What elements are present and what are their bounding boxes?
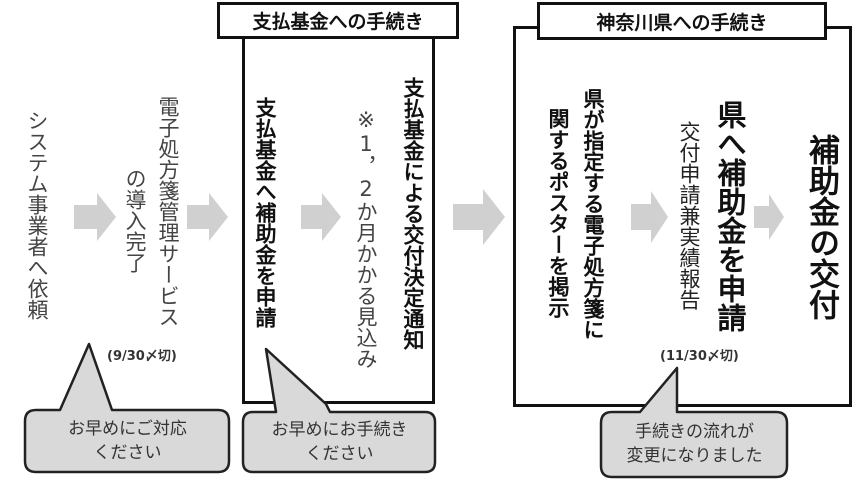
callout-line: ください [93, 443, 162, 463]
arrow-icon [754, 194, 784, 240]
step-request-vendor: システム事業者へ依頼 [25, 110, 49, 320]
step-fund-decision: 支払基金による交付決定通知 [401, 77, 425, 350]
fund-note: ※1，2か月かかる見込み [354, 108, 378, 369]
step-grant: 補助金の交付 [803, 134, 839, 320]
callout-bubble-2 [241, 347, 437, 474]
callout-line: お早めにお手続き [271, 420, 408, 440]
shiharai-section-title: 支払基金への手続き [217, 2, 459, 39]
callout-line: ください [305, 444, 374, 464]
step-report: 交付申請兼実績報告 [677, 121, 701, 310]
arrow-icon [74, 193, 116, 241]
step-poster-line1: 県が指定する電子処方箋に [581, 88, 605, 340]
step-poster-line2: 関するポスターを掲示 [546, 108, 570, 318]
callout-line: 変更になりました [626, 446, 763, 466]
arrow-icon [453, 189, 505, 245]
callout-text-3: 手続きの流れが 変更になりました [601, 420, 788, 468]
step-install-line1: 電子処方箋管理サービス [156, 96, 180, 327]
callout-bubble-3 [599, 366, 789, 479]
callout-line: 手続きの流れが [635, 422, 754, 442]
kanagawa-section-title: 神奈川県への手続き [537, 2, 827, 40]
arrow-icon [301, 193, 341, 241]
step-install-line2: の導入完了 [123, 168, 147, 273]
arrow-icon [187, 193, 228, 241]
pref-deadline: (11/30〆切) [660, 349, 739, 364]
callout-text-2: お早めにお手続き ください [243, 418, 436, 466]
step-apply-pref: 県へ補助金を申請 [713, 100, 747, 332]
callout-text-1: お早めにご対応 ください [25, 417, 230, 465]
install-deadline: (9/30〆切) [107, 349, 177, 364]
step-apply-fund: 支払基金へ補助金を申請 [253, 97, 277, 328]
callout-line: お早めにご対応 [68, 419, 187, 439]
callout-bubble-1 [23, 342, 231, 474]
arrow-icon [631, 191, 668, 243]
